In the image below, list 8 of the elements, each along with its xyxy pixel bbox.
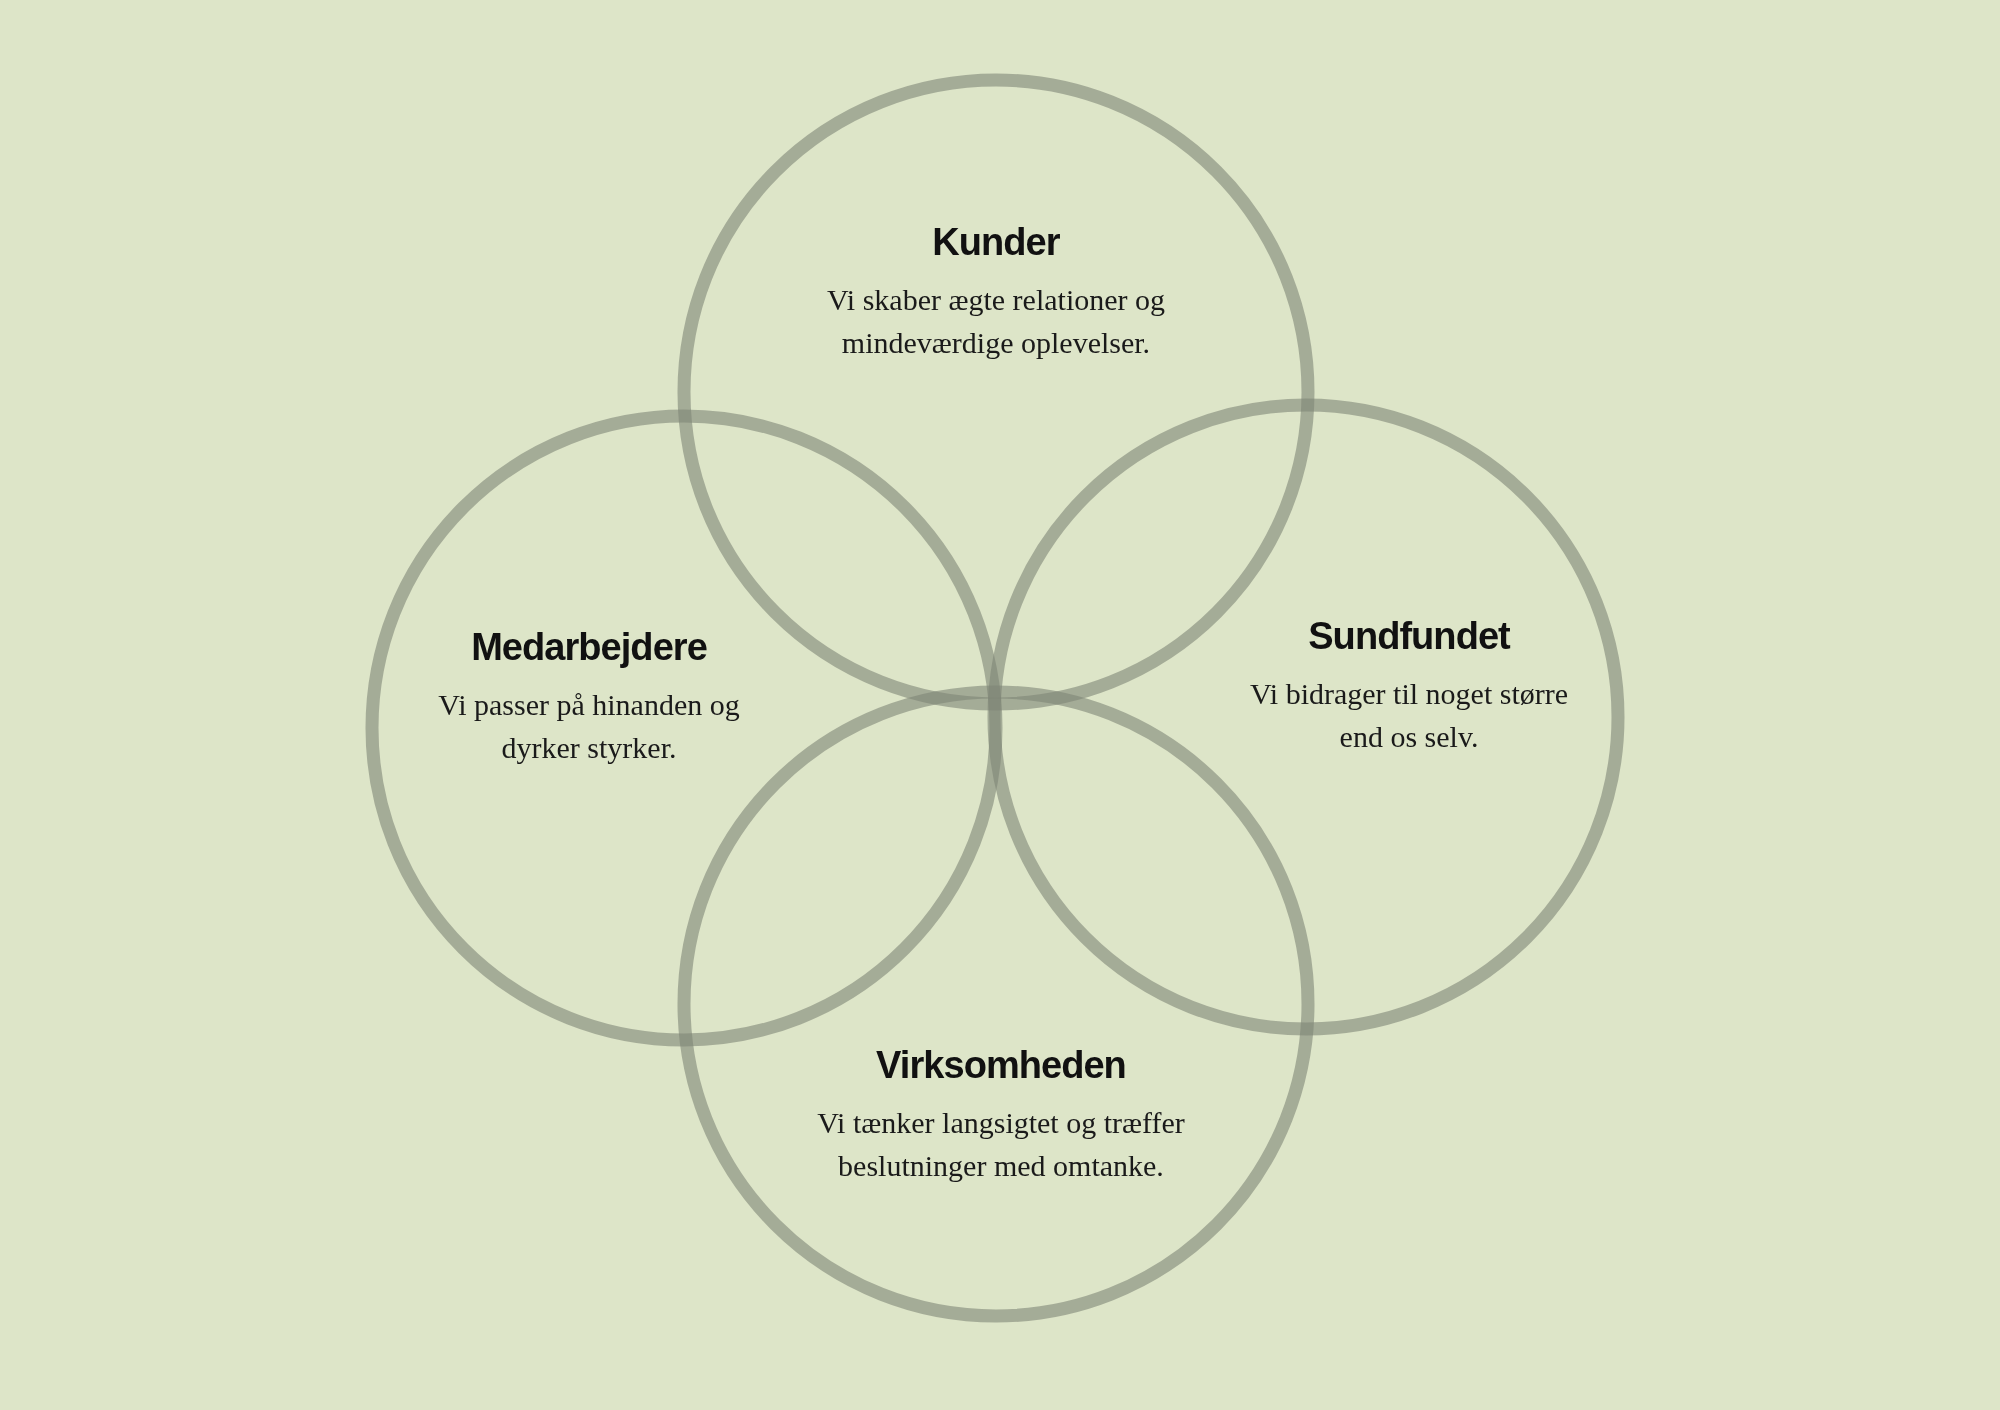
circle-description: Vi bidrager til noget større end os selv.: [1249, 676, 1569, 755]
circle-heading: Virksomheden: [876, 1043, 1126, 1087]
circle-heading: Kunder: [932, 220, 1060, 264]
circle-description: Vi tænker langsigtet og træffer beslutninger med omtanke.: [816, 1105, 1186, 1184]
circle-heading: Medarbejdere: [471, 625, 707, 669]
circle-heading: Sundfundet: [1308, 614, 1510, 658]
circle-description: Vi skaber ægte relationer og mindeværdige oplevelser.: [825, 282, 1167, 361]
circle-description: Vi passer på hinanden og dyrker styrker.: [437, 687, 741, 766]
